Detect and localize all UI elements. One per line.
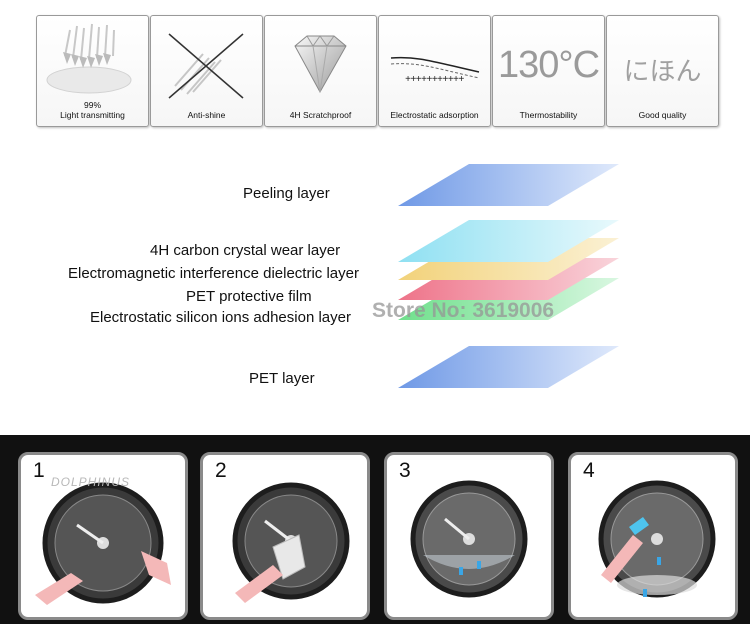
step-1-card: 1 DOLPHINUS	[18, 452, 188, 620]
gauge-illustration	[35, 482, 171, 605]
layer-diagram	[398, 164, 619, 388]
peeling-layer-sheet	[398, 164, 619, 206]
charge-symbols: +++++++++++	[405, 74, 464, 85]
feature-electrostatic: +++++++++++ Electrostatic adsorption	[378, 15, 491, 127]
gauge-illustration	[410, 480, 528, 598]
feature-label: Anti-shine	[187, 110, 226, 120]
gauge-illustration	[598, 480, 716, 598]
feature-thermostability: 130°C Thermostability	[492, 15, 605, 127]
feature-label-top: 99%	[83, 100, 101, 110]
feature-good-quality: にほん Good quality	[606, 15, 719, 127]
feature-label: Good quality	[638, 110, 687, 120]
diamond-icon	[294, 35, 347, 94]
features-section: 99% Light transmitting Anti-shine	[36, 15, 719, 388]
feature-label: Electrostatic adsorption	[390, 110, 479, 120]
temperature-icon: 130°C	[497, 44, 600, 86]
brand-logo: DOLPHINUS	[51, 475, 131, 489]
store-watermark: Store No: 3619006	[372, 299, 555, 322]
feature-scratchproof: 4H Scratchproof	[264, 15, 377, 127]
step-number: 1	[33, 459, 45, 482]
pet-layer-sheet	[398, 346, 619, 388]
wear-layer-sheet	[398, 220, 619, 262]
feature-anti-shine: Anti-shine	[150, 15, 263, 127]
feature-label: Thermostability	[519, 110, 578, 120]
emi-layer-label: Electromagnetic interference dielectric …	[68, 265, 359, 282]
electrostatic-icon	[390, 56, 480, 79]
peeling-layer-label: Peeling layer	[243, 185, 330, 202]
step-number: 3	[399, 459, 411, 482]
feature-label: 4H Scratchproof	[289, 110, 352, 120]
light-transmit-icon	[46, 23, 132, 94]
anti-shine-icon	[168, 33, 244, 99]
step-number: 2	[215, 459, 227, 482]
pet-protective-layer-label: PET protective film	[186, 288, 312, 305]
pet-layer-label: PET layer	[249, 370, 315, 387]
wear-layer-label: 4H carbon crystal wear layer	[150, 242, 341, 259]
gauge-illustration	[232, 482, 350, 603]
feature-label: Light transmitting	[60, 110, 125, 120]
step-3-card: 3	[384, 452, 554, 620]
japan-text-icon: にほん	[623, 56, 702, 86]
adhesion-layer-label: Electrostatic silicon ions adhesion laye…	[90, 309, 351, 326]
step-4-card: 4	[568, 452, 738, 620]
step-2-card: 2	[200, 452, 370, 620]
step-number: 4	[583, 459, 595, 482]
feature-light-transmitting: 99% Light transmitting	[36, 15, 149, 127]
